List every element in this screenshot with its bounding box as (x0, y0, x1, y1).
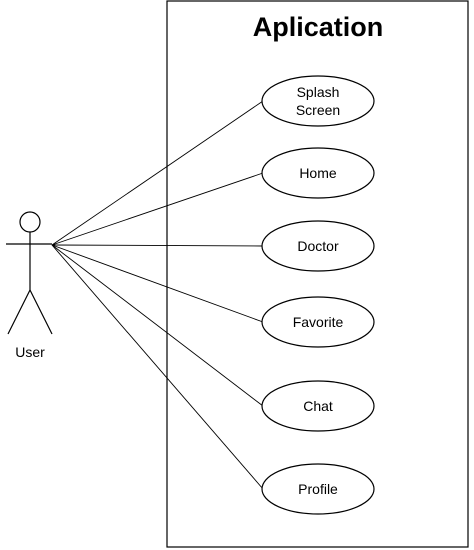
use-case-label: Doctor (297, 238, 339, 254)
use-case-label: Screen (296, 102, 340, 118)
association-line-splash-screen (51, 100, 264, 246)
association-line-chat (51, 244, 264, 407)
actor-user (6, 211, 53, 335)
use-cases: SplashScreenHomeDoctorFavoriteChatProfil… (261, 75, 375, 515)
use-case-profile: Profile (261, 463, 375, 515)
actor-label: User (15, 344, 45, 360)
use-case-ellipse (261, 380, 375, 432)
use-case-ellipse (261, 220, 375, 272)
association-line-doctor (51, 244, 264, 247)
use-case-label: Home (299, 165, 337, 181)
use-case-label: Splash (297, 84, 340, 100)
association-line-favorite (51, 244, 264, 323)
use-case-ellipse (261, 75, 375, 127)
association-line-home (51, 172, 264, 246)
use-case-chat: Chat (261, 380, 375, 432)
use-case-ellipse (261, 147, 375, 199)
associations (51, 100, 264, 490)
use-case-ellipse (261, 296, 375, 348)
use-case-label: Profile (298, 481, 338, 497)
association-line-profile (51, 244, 264, 490)
system-title: Aplication (253, 12, 384, 42)
use-case-label: Favorite (293, 314, 344, 330)
use-case-doctor: Doctor (261, 220, 375, 272)
actor-right-leg (29, 289, 53, 335)
use-case-home: Home (261, 147, 375, 199)
use-case-ellipse (261, 463, 375, 515)
actor-head (19, 211, 41, 233)
use-case-label: Chat (303, 398, 333, 414)
use-case-favorite: Favorite (261, 296, 375, 348)
actor-left-leg (7, 289, 31, 335)
